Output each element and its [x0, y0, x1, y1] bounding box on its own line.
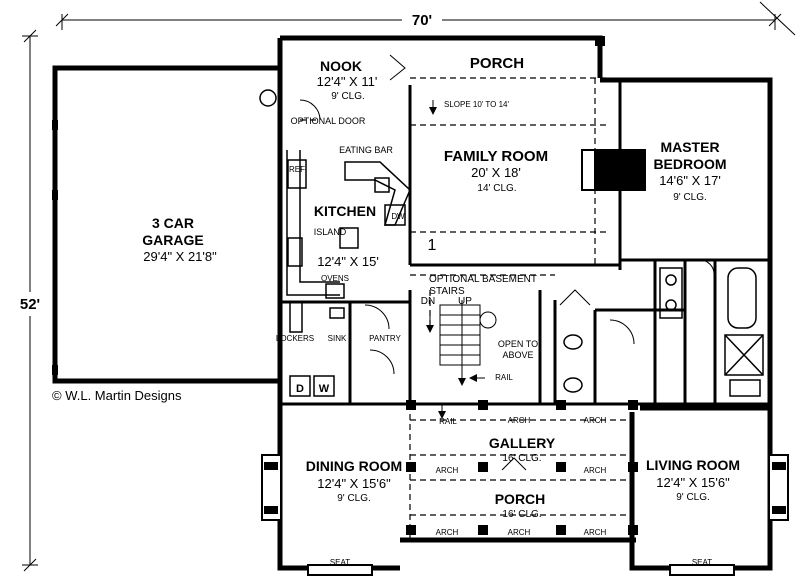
rail-right-label: RAIL [495, 373, 513, 382]
arch-label: ARCH [508, 416, 531, 425]
living-room-size: 12'4" X 15'6" [656, 475, 730, 490]
slope-label: SLOPE 10' TO 14' [444, 100, 509, 109]
optional-door-label: OPTIONAL DOOR [291, 116, 366, 126]
arch-label: ARCH [584, 416, 607, 425]
eating-bar-label: EATING BAR [339, 145, 393, 155]
bay-window-detail [264, 462, 786, 514]
width-dimension-label: 70' [412, 12, 432, 29]
living-room-ceiling: 9' CLG. [676, 492, 710, 503]
ovens-label: OVENS [321, 274, 349, 283]
kitchen-counters [286, 150, 411, 397]
ref-label: REF [289, 165, 305, 174]
stairs [426, 100, 497, 419]
arch-label: ARCH [508, 528, 531, 537]
stairs-label: STAIRS [429, 286, 465, 297]
open-to-label-line1: OPEN TO [498, 339, 538, 349]
lockers-label: LOCKERS [276, 334, 314, 343]
kitchen-name: KITCHEN [314, 203, 376, 219]
nook-size: 12'4" X 11' [317, 74, 378, 89]
optional-basement-label: OPTIONAL BASEMENT [429, 274, 537, 285]
living-room-name: LIVING ROOM [646, 457, 740, 473]
up-label: UP [458, 296, 472, 307]
bay-windows [261, 454, 789, 576]
arch-label: ARCH [436, 528, 459, 537]
garage-markers [52, 120, 58, 375]
porch-top-name: PORCH [470, 55, 524, 72]
garage-name-line1: 3 CAR [152, 215, 194, 231]
door-swings [299, 54, 715, 471]
arch-label: ARCH [436, 466, 459, 475]
dining-room-ceiling: 9' CLG. [337, 493, 371, 504]
family-room-ceiling: 14' CLG. [477, 183, 516, 194]
columns [406, 36, 638, 535]
master-bedroom-ceiling: 9' CLG. [673, 192, 707, 203]
master-bedroom-name-line1: MASTER [660, 139, 719, 155]
kitchen-size: 12'4" X 15' [317, 254, 379, 269]
dining-room-size: 12'4" X 15'6" [317, 476, 391, 491]
depth-dimension-label: 52' [20, 296, 40, 313]
garage-size: 29'4" X 21'8" [143, 249, 217, 264]
fireplaces [581, 149, 646, 191]
master-bedroom-name-line2: BEDROOM [653, 156, 726, 172]
bath-fixtures [259, 89, 764, 397]
arch-label: ARCH [584, 466, 607, 475]
dw-label: DW [391, 212, 405, 221]
nook-name: NOOK [320, 58, 362, 74]
dining-room-name: DINING ROOM [306, 458, 402, 474]
interior-walls [280, 80, 770, 406]
copyright-text: © W.L. Martin Designs [52, 388, 182, 403]
room-number-label: 1 [428, 237, 437, 254]
porch-front-ceiling: 16' CLG. [502, 509, 541, 520]
seat-label: SEAT [330, 558, 350, 567]
dryer-label: D [296, 383, 304, 395]
family-room-size: 20' X 18' [471, 165, 521, 180]
arch-label: ARCH [584, 528, 607, 537]
gallery-ceiling: 16' CLG. [502, 453, 541, 464]
seat-label: SEAT [692, 558, 712, 567]
rail-left-label: RAIL [439, 417, 457, 426]
family-room-name: FAMILY ROOM [444, 148, 548, 165]
nook-ceiling: 9' CLG. [331, 91, 365, 102]
garage-name-line2: GARAGE [142, 232, 203, 248]
washer-label: W [319, 383, 330, 395]
master-bedroom-size: 14'6" X 17' [659, 173, 721, 188]
porch-front-name: PORCH [495, 491, 546, 507]
sink-label: SINK [328, 334, 347, 343]
pantry-label: PANTRY [369, 334, 401, 343]
open-to-label-line2: ABOVE [502, 350, 533, 360]
island-label: ISLAND [314, 227, 347, 237]
gallery-name: GALLERY [489, 435, 556, 451]
dn-label: DN [421, 296, 435, 307]
